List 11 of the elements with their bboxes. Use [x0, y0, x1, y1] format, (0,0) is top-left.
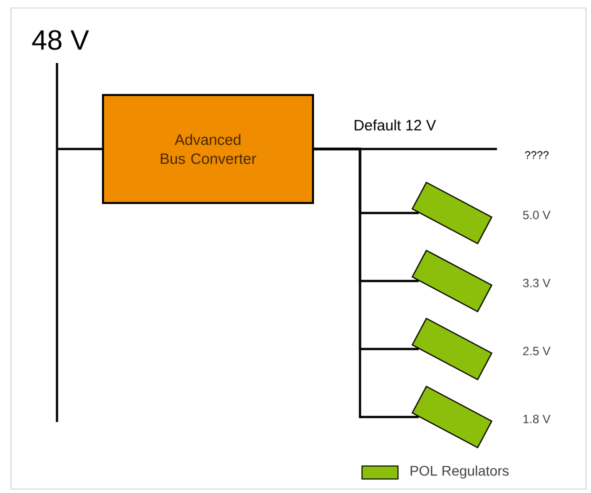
bus-voltage-label: 48 V — [32, 30, 89, 50]
output-voltage-label: Default 12 V — [354, 120, 436, 130]
voltage-label: 3.3 V — [523, 278, 550, 288]
legend-label: POL Regulators — [410, 465, 509, 479]
connector-line — [57, 148, 102, 150]
voltage-label: 5.0 V — [523, 210, 550, 220]
voltage-label: 1.8 V — [523, 414, 550, 424]
converter-box: Advanced Bus Converter — [102, 94, 314, 204]
voltage-label: 2.5 V — [523, 346, 550, 356]
unknown-output-label: ???? — [525, 151, 549, 159]
connector-line — [314, 148, 419, 418]
